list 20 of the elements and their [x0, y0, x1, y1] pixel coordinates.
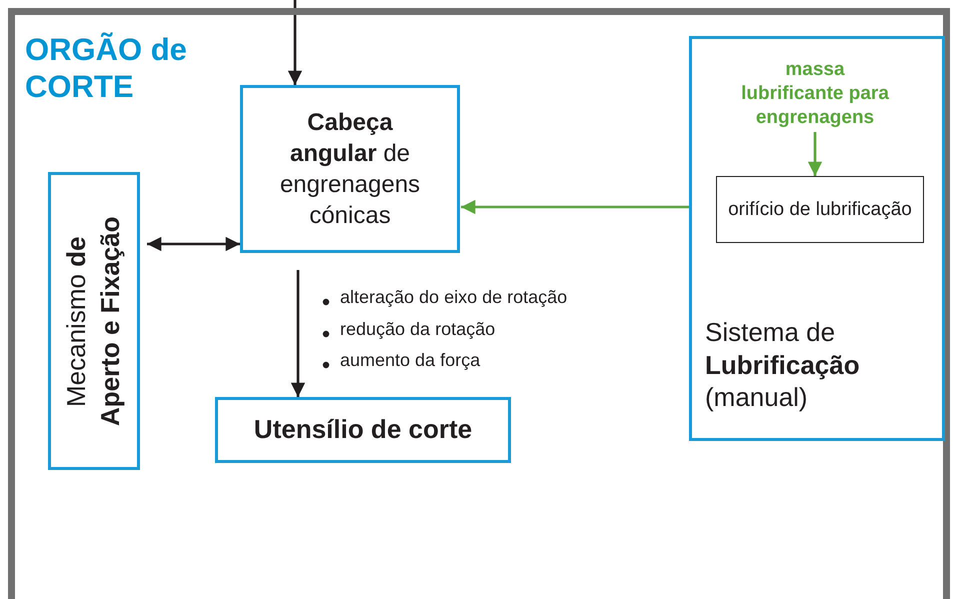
note-text: massa lubrificante para engrenagens: [740, 58, 890, 130]
arrow: [147, 236, 240, 252]
box-label: Cabeça angular de engrenagens cónicas: [278, 108, 422, 232]
panel-label: Sistema de Lubrificação (manual): [705, 316, 861, 414]
bullet-text: redução da rotação: [340, 319, 496, 340]
process-box: [240, 85, 460, 253]
arrow: [290, 270, 306, 397]
bullet-text: aumento da força: [340, 350, 480, 371]
box-label: Utensílio de corte: [254, 413, 472, 446]
arrow: [808, 132, 822, 176]
arrow: [288, 0, 302, 85]
process-box: [716, 176, 924, 243]
box-label: orifício de lubrificação: [728, 198, 912, 222]
system-panel: [689, 36, 945, 441]
section-frame: [8, 8, 950, 599]
bullet-text: alteração do eixo de rotação: [340, 287, 568, 308]
section-heading: ORGÃO de CORTE: [25, 31, 188, 106]
arrow: [461, 200, 689, 214]
process-box: [215, 397, 511, 463]
process-box: [48, 172, 140, 470]
